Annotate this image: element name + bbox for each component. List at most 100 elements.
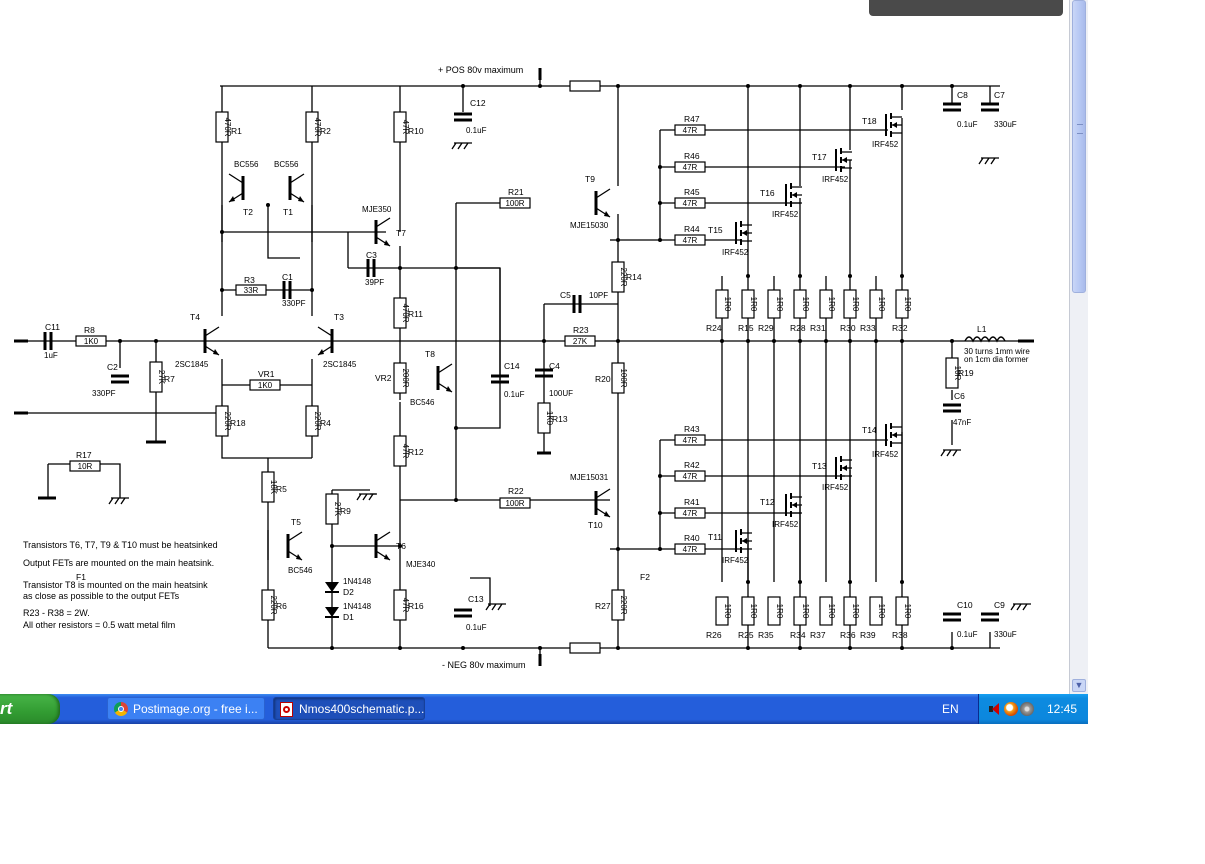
taskbar-item-postimage[interactable]: Postimage.org - free i...: [107, 697, 265, 720]
resistor-label: R30: [840, 323, 856, 333]
junction-dot: [798, 84, 802, 88]
chrome-icon: [114, 702, 128, 716]
ground-symbol: [1010, 603, 1031, 611]
junction-dot: [454, 426, 458, 430]
resistor-r14: 220R: [611, 261, 628, 293]
resistor-r33: 1R0: [869, 289, 886, 319]
resistor-label: R24: [706, 323, 722, 333]
junction-dot: [454, 266, 458, 270]
capacitor-value: 330uF: [994, 630, 1017, 639]
junction-dot: [798, 646, 802, 650]
system-tray: 12:45: [978, 694, 1088, 724]
resistor-label: R3: [244, 275, 255, 285]
diode-value: 1N4148: [343, 602, 372, 611]
resistor-r21: 100R: [499, 197, 531, 209]
capacitor-label: C5: [560, 290, 571, 300]
capacitor-c8: 0.1uF: [943, 102, 978, 129]
resistor-value: 100R: [505, 199, 524, 208]
clock[interactable]: 12:45: [1047, 702, 1078, 716]
resistor-label: R20: [595, 374, 611, 384]
diode-label: D1: [343, 612, 354, 622]
schematic-wire: [721, 341, 903, 582]
vertical-scrollbar[interactable]: ▼: [1069, 0, 1088, 694]
resistor-r11: 470R: [393, 297, 410, 329]
capacitor-c12: 0.1uF: [454, 112, 487, 135]
transistor-label: T1: [283, 207, 293, 217]
transistor-type: BC546: [410, 398, 435, 407]
resistor-value: 220R: [269, 595, 278, 614]
junction-dot: [266, 203, 270, 207]
resistor-r13: 1K0: [537, 402, 554, 434]
resistor-value: 1R0: [877, 297, 886, 312]
junction-dot: [220, 288, 224, 292]
junction-dot: [118, 339, 122, 343]
mosfet-label: T16: [760, 188, 775, 198]
start-button[interactable]: rt: [0, 694, 60, 724]
resistor-r7: 27K: [149, 361, 166, 393]
capacitor-label: C13: [468, 594, 484, 604]
fuse-value: 5A: [100, 0, 110, 2]
transistor-type: MJE15031: [570, 473, 609, 482]
junction-dot: [746, 580, 750, 584]
transistor-label: T2: [243, 207, 253, 217]
scrollbar-grip-icon: [1077, 124, 1083, 134]
language-indicator[interactable]: EN: [942, 702, 959, 716]
grey-app-icon[interactable]: [1020, 702, 1034, 716]
speaker-muted-icon[interactable]: [988, 702, 1002, 716]
capacitor-label: C7: [994, 90, 1005, 100]
scrollbar-thumb[interactable]: [1072, 0, 1086, 293]
resistor-value: 1R0: [723, 604, 732, 619]
junction-dot: [461, 84, 465, 88]
resistor-r31: 1R0: [819, 289, 836, 319]
resistor-value: 1R0: [749, 604, 758, 619]
transistor-type: MJE15030: [570, 221, 609, 230]
viewer-toolbar-tab[interactable]: [869, 0, 1063, 16]
resistor-value: 1R0: [775, 297, 784, 312]
pdf-icon: [280, 702, 293, 717]
junction-dot: [658, 474, 662, 478]
resistor-label: R25: [738, 630, 754, 640]
resistor-label: VR1: [258, 369, 275, 379]
resistor-value: 27K: [333, 502, 342, 517]
junction-dot: [398, 544, 402, 548]
resistor-r19: 10R: [945, 357, 962, 389]
fuse-label: F1: [76, 572, 86, 582]
junction-dot: [798, 339, 802, 343]
resistor-label: R23: [573, 325, 589, 335]
junction-dot: [874, 339, 878, 343]
resistor-value: 1R0: [903, 604, 912, 619]
capacitor-value: 0.1uF: [466, 623, 487, 632]
resistor-r17: 10R: [69, 460, 101, 472]
taskbar-item-pdf[interactable]: Nmos400schematic.p...: [273, 697, 425, 720]
resistor-label: R14: [626, 272, 642, 282]
capacitor-label: C11: [45, 322, 60, 332]
resistor-label: R4: [320, 418, 331, 428]
junction-dot: [824, 339, 828, 343]
resistor-r18: 220R: [215, 405, 232, 437]
resistor-value: 470R: [223, 117, 232, 136]
resistor-label: R42: [684, 460, 700, 470]
schematic-wire: [456, 267, 501, 429]
resistor-label: R15: [738, 323, 754, 333]
junction-dot: [538, 646, 542, 650]
resistor-value: 47R: [683, 163, 698, 172]
orange-app-icon[interactable]: [1004, 702, 1018, 716]
resistor-value: 1R0: [749, 297, 758, 312]
capacitor-value: 47nF: [953, 418, 971, 427]
scroll-down-arrow-icon[interactable]: ▼: [1072, 679, 1086, 692]
capacitor-c4: 100UF: [535, 368, 573, 398]
resistor-value: 470R: [401, 303, 410, 322]
resistor-r16: 47R: [393, 589, 410, 621]
capacitor-c7: 330uF: [981, 102, 1017, 129]
resistor-label: R27: [595, 601, 611, 611]
mosfet-label: T14: [862, 425, 877, 435]
junction-dot: [330, 544, 334, 548]
resistor-label: R38: [892, 630, 908, 640]
resistor-value: 220R: [223, 411, 232, 430]
junction-dot: [798, 274, 802, 278]
